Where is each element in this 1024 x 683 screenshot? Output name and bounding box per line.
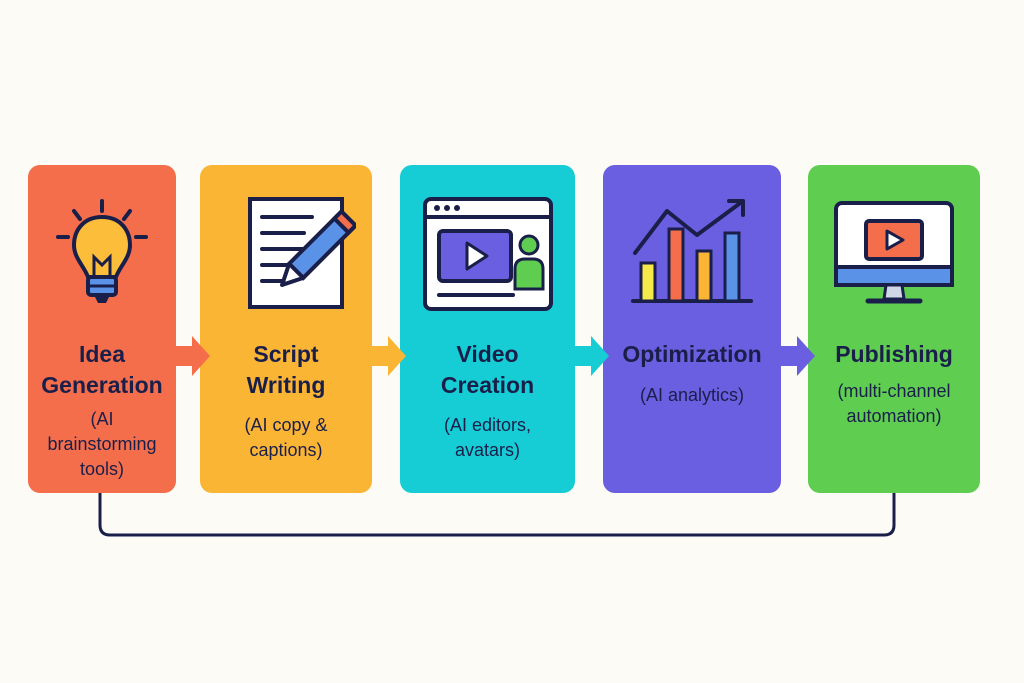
- monitor-play-icon: [808, 195, 980, 315]
- step-card-optimization: Optimization (AI analytics): [603, 165, 781, 493]
- arrow-right-icon: [781, 336, 815, 376]
- document-pencil-icon: [200, 195, 372, 315]
- step-card-publishing: Publishing (multi-channel automation): [808, 165, 980, 493]
- lightbulb-icon: [28, 195, 176, 315]
- step-subtitle: (AI analytics): [639, 385, 745, 405]
- step-subtitle: (multi-channel automation): [837, 381, 951, 426]
- step-subtitle: (AI editors, avatars): [443, 415, 532, 460]
- bar-chart-trend-icon: [603, 195, 781, 315]
- step-title: Optimization: [622, 341, 762, 367]
- step-title: Publishing: [835, 341, 953, 367]
- arrow-right-icon: [176, 336, 210, 376]
- arrow-right-icon: [372, 336, 406, 376]
- step-title: Idea Generation: [41, 341, 163, 398]
- step-title: Video Creation: [440, 341, 535, 398]
- step-card-script-writing: Script Writing (AI copy & captions): [200, 165, 372, 493]
- step-card-video-creation: Video Creation (AI editors, avatars): [400, 165, 575, 493]
- arrow-right-icon: [575, 336, 609, 376]
- video-avatar-window-icon: [400, 195, 575, 315]
- step-subtitle: (AI copy & captions): [244, 415, 328, 460]
- step-subtitle: (AI brainstorming tools): [47, 409, 157, 479]
- step-card-idea-generation: Idea Generation (AI brainstorming tools): [28, 165, 176, 493]
- step-title: Script Writing: [246, 341, 326, 398]
